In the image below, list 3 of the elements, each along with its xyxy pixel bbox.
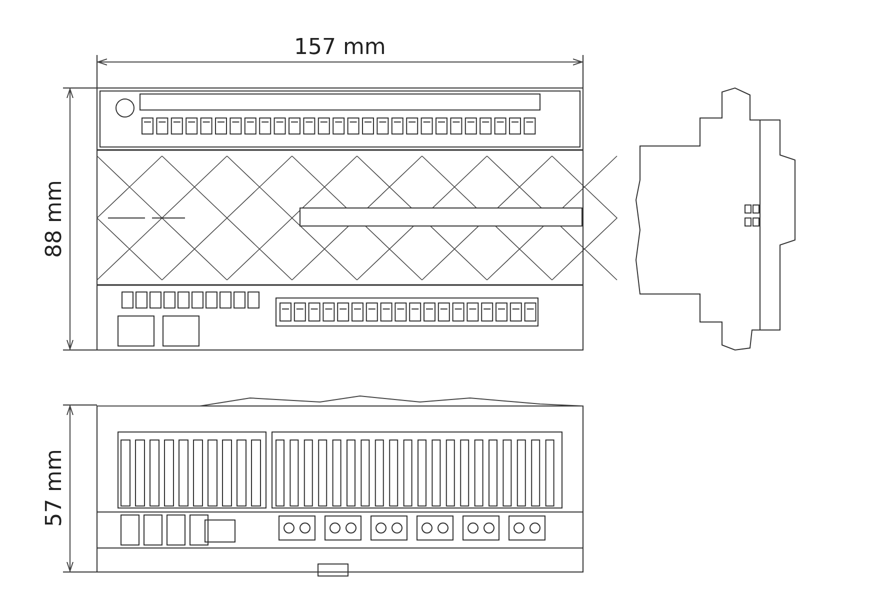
dimension-label: 57 mm <box>44 449 66 527</box>
dimension-label: 157 mm <box>294 37 386 59</box>
dimension-label: 88 mm <box>44 180 66 258</box>
